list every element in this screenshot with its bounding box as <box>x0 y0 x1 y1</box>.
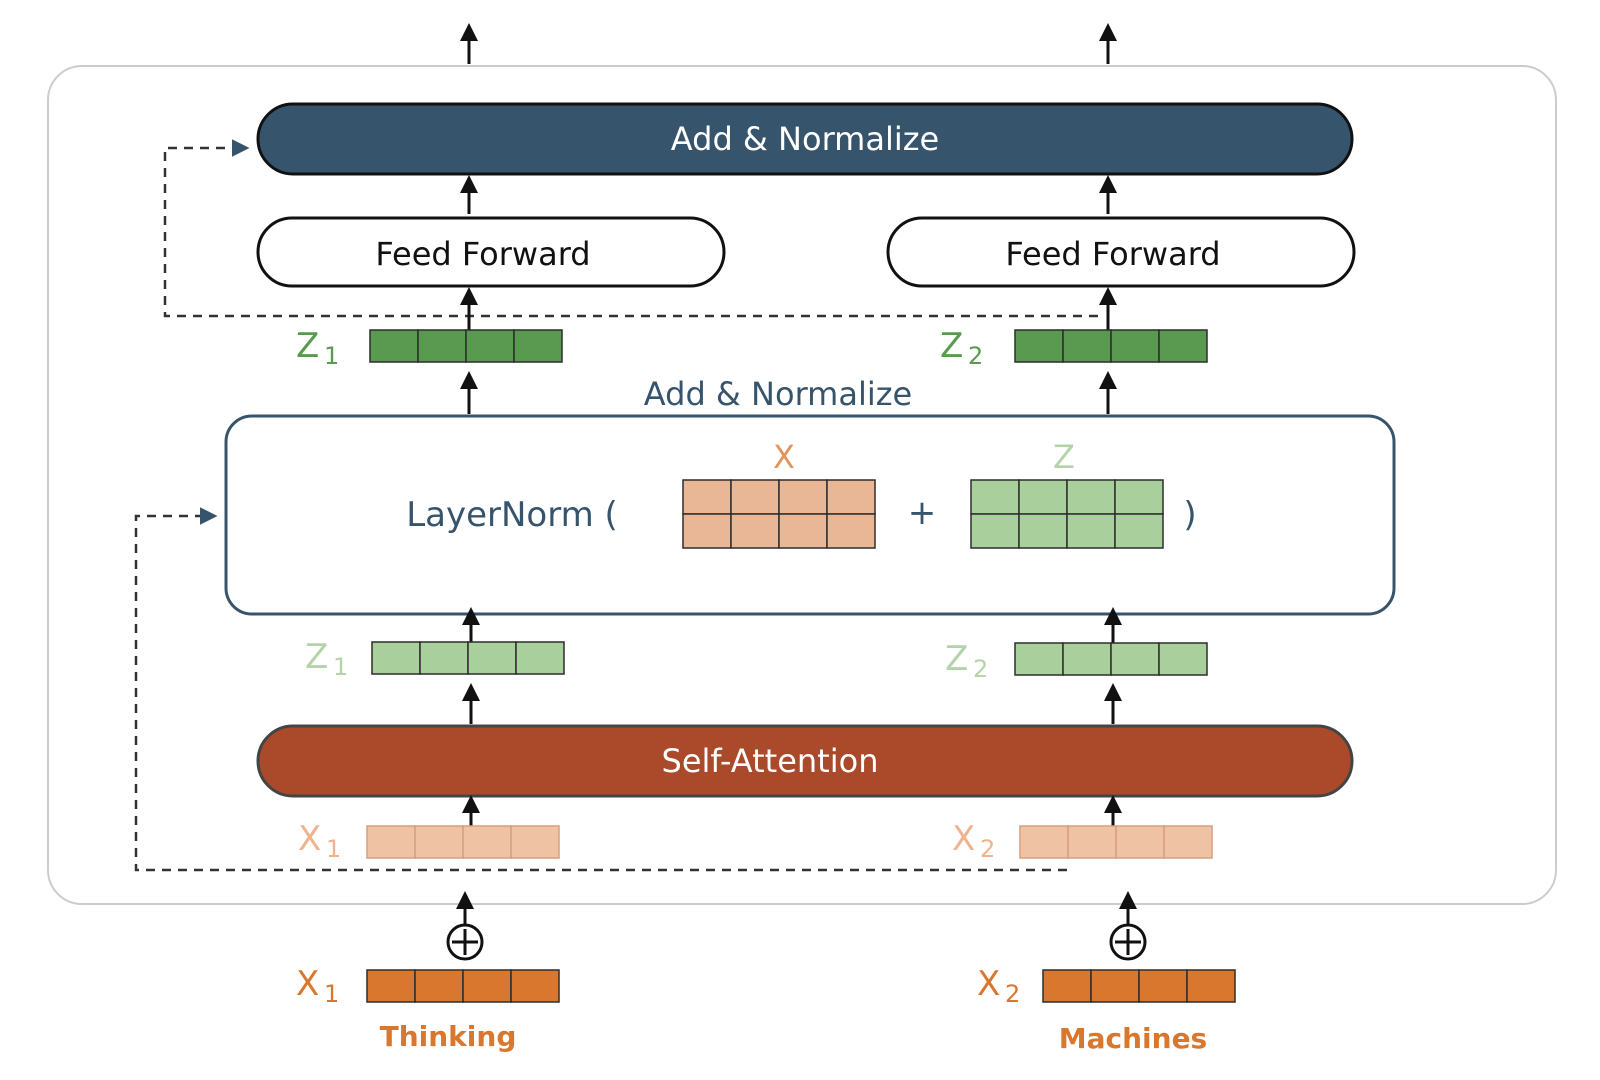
layernorm-plus: + <box>908 493 937 533</box>
z1-out-vector <box>369 329 563 363</box>
x1-embed-letter: X <box>296 964 319 1004</box>
feed-forward-left-box <box>256 216 726 288</box>
x1-attn-vector <box>366 825 560 859</box>
x2-embed-letter: X <box>977 964 1000 1004</box>
z2-out-vector <box>1014 329 1208 363</box>
feed-forward-left-label: Feed Forward <box>375 235 590 273</box>
residual-dashed-ff <box>163 139 1098 318</box>
z-matrix <box>970 479 1164 549</box>
layernorm-prefix: LayerNorm ( <box>406 495 618 535</box>
top-add-normalize-label: Add & Normalize <box>671 120 939 158</box>
layernorm-suffix: ) <box>1183 495 1196 535</box>
z1-out-subscript: 1 <box>324 342 339 370</box>
x2-attn-subscript: 2 <box>980 835 995 863</box>
z1-out-letter: Z <box>296 326 319 366</box>
self-attention-label: Self-Attention <box>662 742 879 780</box>
plus-circle-icon <box>446 923 484 961</box>
z1-in-subscript: 1 <box>333 653 348 681</box>
z2-in-vector <box>1014 642 1208 676</box>
encoder-frame <box>47 65 1557 905</box>
x-matrix <box>682 479 876 549</box>
z2-out-subscript: 2 <box>968 342 983 370</box>
residual-dashed-attention <box>134 507 1067 872</box>
x1-attn-subscript: 1 <box>326 835 341 863</box>
top-add-normalize-box <box>256 102 1354 176</box>
input-word-machines: Machines <box>1059 1022 1207 1055</box>
z1-in-vector <box>371 641 565 675</box>
x1-attn-letter: X <box>298 819 321 859</box>
z-matrix-label: Z <box>1053 438 1075 476</box>
x2-embed-vector <box>1042 969 1236 1003</box>
x-matrix-label: X <box>773 438 795 476</box>
z2-out-letter: Z <box>940 326 963 366</box>
x1-embed-subscript: 1 <box>324 980 339 1008</box>
x2-attn-vector <box>1019 825 1213 859</box>
x2-embed-subscript: 2 <box>1005 980 1020 1008</box>
z2-in-subscript: 2 <box>973 655 988 683</box>
x1-embed-vector <box>366 969 560 1003</box>
plus-circle-icon <box>1109 923 1147 961</box>
feed-forward-right-label: Feed Forward <box>1005 235 1220 273</box>
mid-add-normalize-caption: Add & Normalize <box>644 375 912 413</box>
x2-attn-letter: X <box>952 819 975 859</box>
z2-in-letter: Z <box>945 639 968 679</box>
z1-in-letter: Z <box>305 637 328 677</box>
self-attention-box <box>256 724 1354 798</box>
feed-forward-right-box <box>886 216 1356 288</box>
input-word-thinking: Thinking <box>380 1020 517 1053</box>
